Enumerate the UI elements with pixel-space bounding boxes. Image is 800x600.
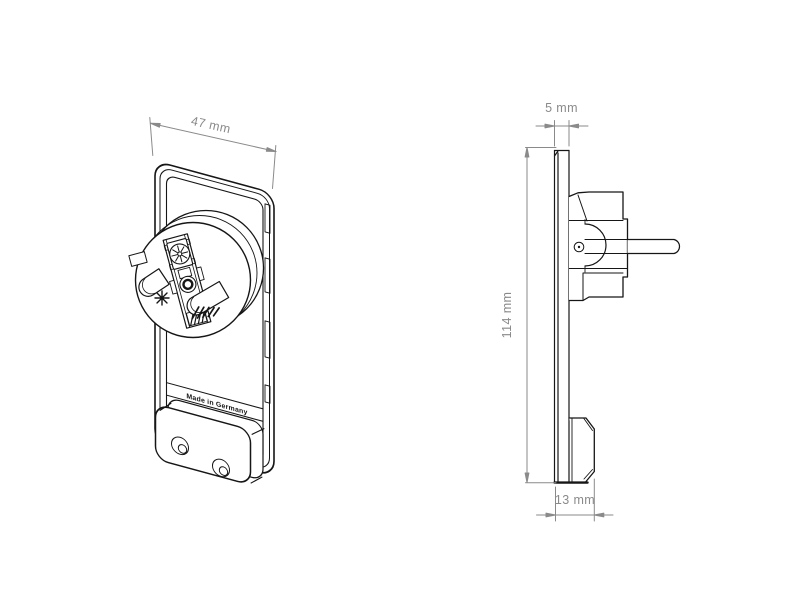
side-plug-body bbox=[568, 191, 681, 302]
side-profile-view: 5 mm 114 mm 13 mm bbox=[500, 101, 681, 522]
box-screw-holes bbox=[171, 436, 230, 478]
side-faceplate bbox=[553, 149, 570, 484]
schuko-plug bbox=[128, 209, 265, 339]
plug-pin-left bbox=[138, 268, 170, 297]
dimension-height: 114 mm bbox=[500, 147, 557, 484]
front-isometric-view: Made in Germany bbox=[128, 114, 277, 484]
screw-head bbox=[169, 243, 191, 265]
dimension-thickness: 5 mm bbox=[535, 101, 589, 147]
dim-height-label: 114 mm bbox=[500, 292, 514, 339]
junction-box bbox=[154, 399, 265, 484]
screw-star bbox=[171, 245, 189, 263]
dim-depth-label: 13 mm bbox=[555, 493, 595, 507]
side-junction-box bbox=[553, 417, 595, 484]
certification-mark-wedge bbox=[191, 306, 220, 320]
dim-thickness-label: 5 mm bbox=[545, 101, 578, 115]
dim-width-label: 47 mm bbox=[190, 114, 232, 136]
label-band bbox=[165, 382, 264, 422]
certification-mark-star bbox=[154, 290, 170, 306]
earth-notch bbox=[128, 251, 148, 267]
side-pin bbox=[626, 238, 681, 255]
dimension-depth: 13 mm bbox=[536, 478, 614, 522]
